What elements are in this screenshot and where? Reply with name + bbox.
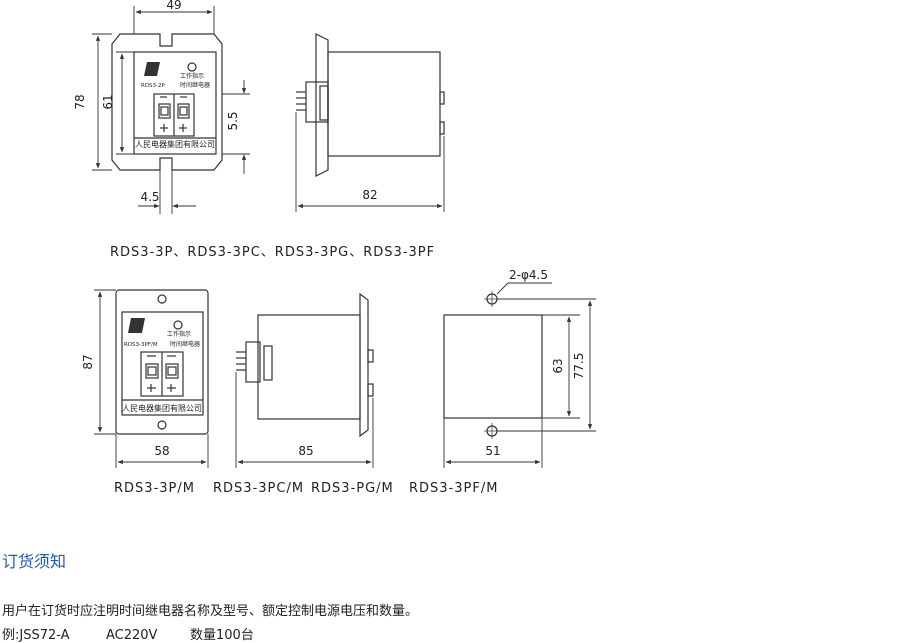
indicator-label: 工作指示 — [180, 72, 204, 80]
ordering-title: 订货须知 — [2, 552, 67, 571]
back-view-bottom — [443, 291, 543, 439]
mounting-hole-icon — [157, 420, 167, 430]
model-label: RDS3-3PF/M — [124, 342, 158, 348]
model-caption-row2-4: RDS3-3PF/M — [409, 481, 499, 496]
model-caption-row2-3: RDS3-PG/M — [311, 481, 394, 496]
model-caption-row1: RDS3-3P、RDS3-3PC、RDS3-3PG、RDS3-3PF — [110, 245, 436, 260]
indicator-lamp-icon — [173, 320, 183, 330]
dim-width-49: 49 — [166, 0, 181, 12]
side-view-bottom-dimensions — [235, 372, 374, 468]
side-view-bottom — [236, 292, 374, 438]
dim-inner-63: 63 — [551, 358, 565, 373]
back-view-bottom-dimensions — [443, 282, 596, 468]
dim-depth-85: 85 — [298, 444, 313, 458]
front-view-bottom — [115, 289, 209, 435]
model-caption-row2-2: RDS3-3PC/M — [213, 481, 305, 496]
logo-icon — [128, 318, 145, 333]
example-model: 例:JSS72-A — [2, 628, 70, 643]
dim-holes-label: 2-φ4.5 — [509, 268, 548, 282]
company-label: 人民电器集团有限公司 — [122, 403, 202, 413]
ordering-instruction: 用户在订货时应注明时间继电器名称及型号、额定控制电源电压和数量。 — [2, 604, 419, 619]
dim-bottom-4-5: 4.5 — [140, 190, 159, 204]
dim-height-87: 87 — [81, 354, 95, 369]
dim-height-61: 61 — [101, 94, 115, 109]
company-label: 人民电器集团有限公司 — [135, 139, 215, 149]
dim-offset-5-5: 5.5 — [226, 111, 240, 130]
example-quantity: 数量100台 — [190, 628, 254, 643]
dim-depth-82: 82 — [362, 188, 377, 202]
dim-width-51: 51 — [485, 444, 500, 458]
model-caption-row2-1: RDS3-3P/M — [114, 481, 195, 496]
mounting-hole-icon — [157, 294, 167, 304]
front-view-top — [111, 33, 223, 171]
dim-outer-77-5: 77.5 — [572, 353, 586, 380]
front-view-top-dimensions — [92, 6, 250, 214]
side-view-top-dimensions — [295, 112, 445, 212]
dim-width-58: 58 — [154, 444, 169, 458]
relay-label: 时间继电器 — [170, 340, 200, 348]
indicator-label: 工作指示 — [167, 330, 191, 338]
logo-icon — [144, 62, 160, 76]
dim-height-78: 78 — [73, 94, 87, 109]
side-view-top — [296, 33, 445, 177]
front-view-bottom-dimensions — [94, 289, 209, 468]
indicator-lamp-icon — [187, 62, 197, 72]
example-voltage: AC220V — [106, 628, 158, 643]
ordering-example: 例:JSS72-A AC220V 数量100台 — [2, 624, 254, 643]
relay-label: 时间继电器 — [180, 81, 210, 89]
model-label: RDS3-2P — [141, 83, 166, 89]
